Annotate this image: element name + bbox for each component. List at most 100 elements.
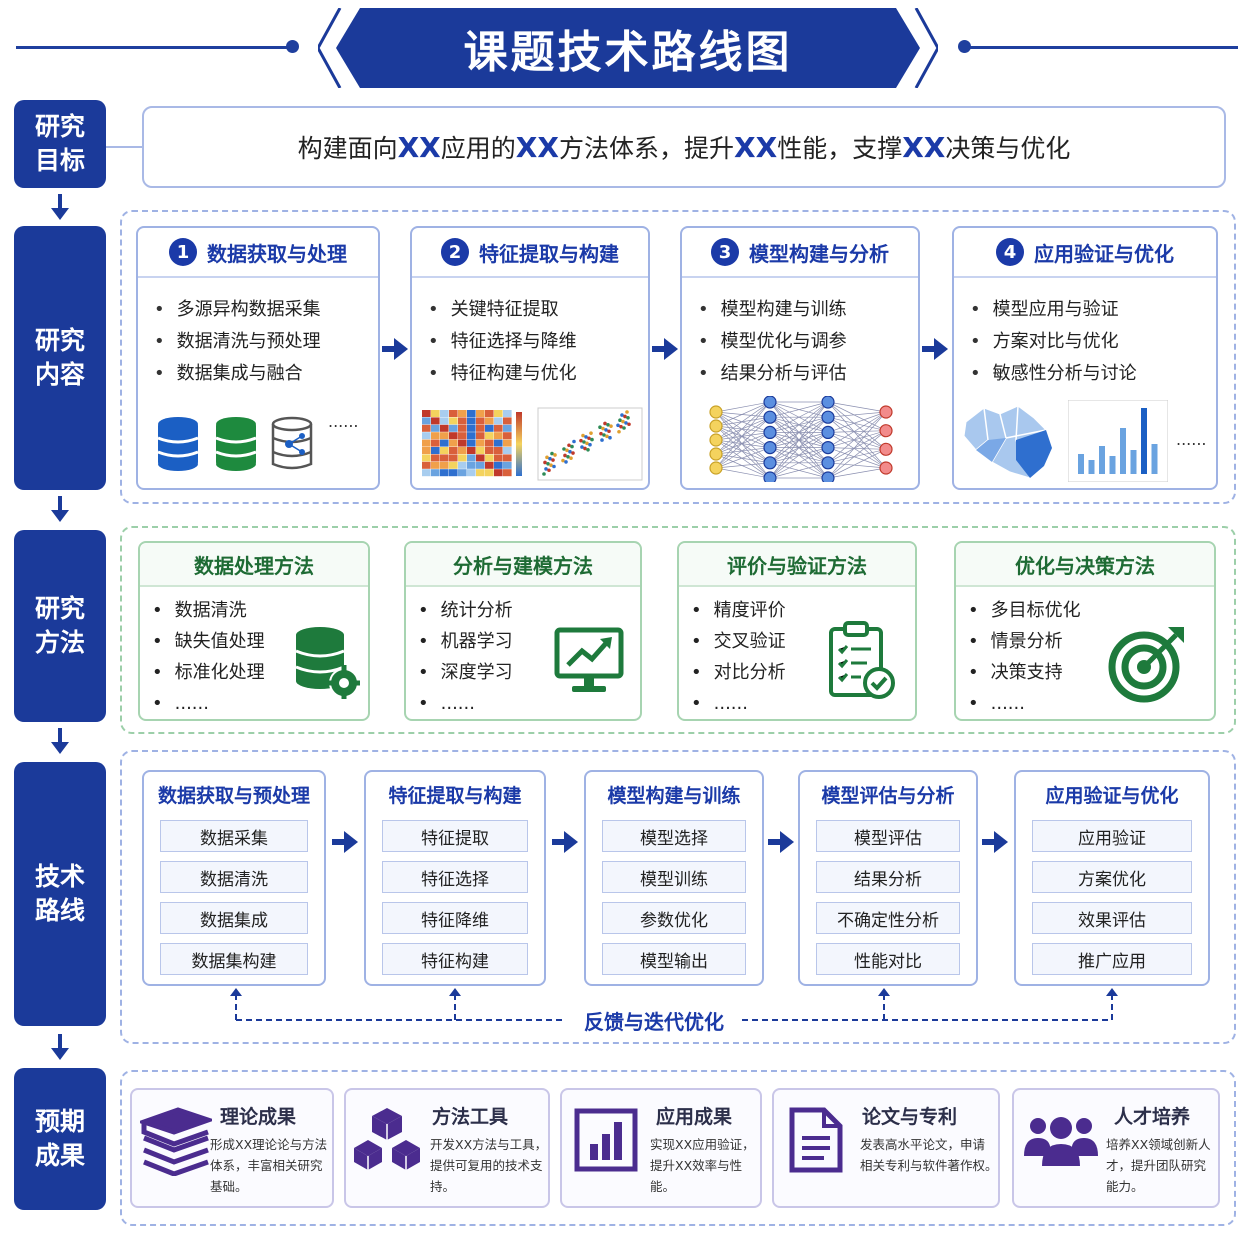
route-step: 模型选择 [602, 820, 746, 852]
goal-highlight: XX [515, 130, 559, 164]
network-edge [715, 416, 771, 427]
heatmap-cell [467, 469, 476, 477]
network-node [763, 425, 777, 440]
network-edge [715, 411, 771, 479]
result-line: 提升XX效率与性 [650, 1158, 743, 1173]
route-step: 特征提取 [382, 820, 528, 852]
network-edge [827, 449, 887, 479]
list-item: ...... [691, 688, 915, 719]
result-title: 人才培养 [1114, 1106, 1191, 1128]
network-node [821, 456, 835, 470]
scatter-point [570, 444, 574, 449]
route-step: 特征构建 [382, 943, 528, 975]
heatmap-cell [494, 461, 503, 469]
heatmap-cell [440, 454, 449, 462]
list-item: 特征构建与优化 [428, 358, 648, 390]
heatmap-cell [422, 410, 431, 417]
bar-thumb [1151, 444, 1158, 474]
network-edge [715, 462, 771, 469]
heatmap-cell [476, 469, 485, 477]
result-line: 相关专利与软件著作权。 [860, 1158, 998, 1173]
title-dot-right [958, 40, 971, 53]
result-title: 论文与专利 [862, 1106, 958, 1128]
bullet-list: 模型应用与验证 方案对比与优化 敏感性分析与讨论 [954, 278, 1216, 390]
scatter-point [562, 447, 566, 451]
result-card-papers: 论文与专利 发表高水平论文，申请 相关专利与软件著作权。 [772, 1088, 1000, 1208]
arrow-right-icon [922, 338, 948, 360]
step-number: 3 [711, 238, 739, 266]
heatmap-cell [458, 469, 467, 477]
section-label-line: 成果 [34, 1141, 85, 1170]
route-step: 特征降维 [382, 902, 528, 934]
list-item: 情景分析 [968, 626, 1214, 657]
list-item: 多源异构数据采集 [154, 294, 378, 326]
heatmap-cell [449, 461, 458, 469]
list-item: 精度评价 [691, 595, 915, 626]
network-node [709, 419, 723, 433]
heatmap-cell [449, 410, 458, 417]
network-edge [827, 401, 887, 413]
scatter-point [579, 438, 583, 443]
heatmap-cell [440, 424, 449, 432]
network-edge [827, 430, 887, 479]
network-edge [715, 411, 771, 433]
method-card-evaluation: 评价与验证方法 精度评价 交叉验证 对比分析 ...... [677, 541, 917, 721]
network-edge [769, 401, 829, 418]
network-node [763, 440, 777, 455]
scatter-point [604, 428, 608, 432]
scatter-point [547, 468, 551, 473]
heatmap-cell [494, 454, 503, 462]
heatmap-cell [458, 417, 467, 425]
scatter-point [605, 434, 609, 439]
heatmap-cell [476, 461, 485, 469]
heatmap-cell [485, 417, 494, 425]
bar-thumb [1141, 408, 1147, 474]
route-step: 模型训练 [602, 861, 746, 893]
bar-thumb [1078, 454, 1084, 474]
network-node [879, 405, 893, 419]
more-ellipsis: ...... [328, 412, 359, 431]
route-step: 特征选择 [382, 861, 528, 893]
heatmap-cell [476, 432, 485, 440]
network-node [821, 425, 835, 440]
heatmap-cell [503, 454, 512, 462]
heatmap-cell [458, 424, 467, 432]
title-line-right [964, 46, 1238, 49]
network-edge [827, 411, 887, 418]
section-label-goal: 研究 目标 [14, 100, 106, 188]
heatmap-cell [431, 461, 440, 469]
arrow-down-icon [51, 728, 69, 754]
network-edge [827, 432, 887, 450]
heatmap-cell [494, 424, 503, 432]
bar-chart-icon [574, 1108, 638, 1172]
scatter-point [544, 467, 548, 471]
heatmap-cell [449, 417, 458, 425]
result-line: 能力。 [1106, 1179, 1144, 1194]
result-line: 基础。 [210, 1179, 248, 1194]
heatmap-cell [440, 410, 449, 417]
heatmap-cell [458, 410, 467, 417]
list-item: 模型构建与训练 [698, 294, 918, 326]
map-icon [963, 405, 1053, 479]
scatter-point [616, 423, 620, 428]
goal-text: 应用的 [440, 134, 516, 163]
heatmap-cell [422, 432, 431, 440]
bullet-list: 多源异构数据采集 数据清洗与预处理 数据集成与融合 [138, 278, 378, 390]
network-edge [715, 447, 771, 469]
heatmap-cell [458, 439, 467, 447]
scatter-point [552, 464, 556, 469]
scatter-point [586, 448, 590, 452]
scatter-point [618, 418, 622, 422]
goal-highlight: XX [902, 130, 946, 164]
heatmap-cell [422, 454, 431, 462]
list-item: 机器学习 [418, 626, 640, 657]
section-label-line: 研究 [34, 326, 85, 355]
heatmap-cell [494, 447, 503, 454]
network-node [879, 424, 893, 438]
heatmap-cell [431, 424, 440, 432]
heatmap-cell [485, 447, 494, 454]
scatter-point [607, 429, 611, 434]
network-edge [827, 432, 887, 469]
route-stage-4: 模型评估与分析 模型评估 结果分析 不确定性分析 性能对比 [798, 770, 978, 986]
